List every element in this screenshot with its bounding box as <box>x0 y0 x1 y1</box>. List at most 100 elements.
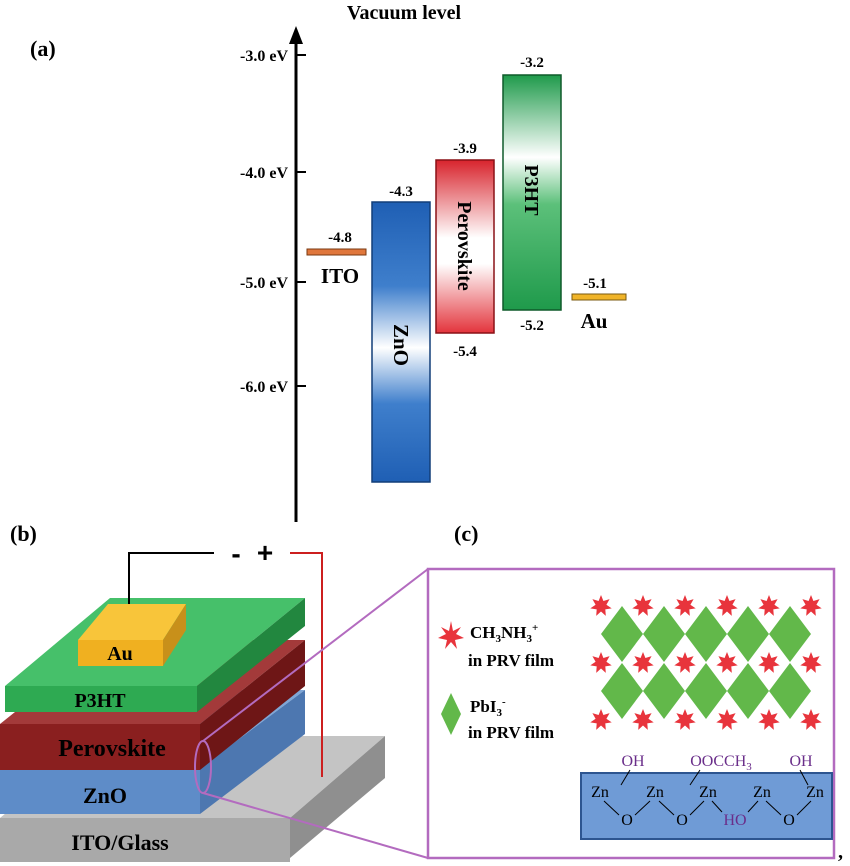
panel-a-label: (a) <box>30 36 56 61</box>
pbi3-octahedron <box>769 663 811 719</box>
p3ht-bottom-value: -5.2 <box>520 318 544 334</box>
perovskite-top-value: -3.9 <box>453 141 477 157</box>
layer-top-face <box>78 604 186 640</box>
pbi3-octahedron <box>601 606 643 662</box>
axis-arrowhead <box>289 26 303 44</box>
zno-substrate: OH OOCCH3 OH Zn Zn Zn Zn Zn O O HO O <box>580 753 833 840</box>
pbi3-octahedron <box>769 606 811 662</box>
pbi3-octahedron <box>727 663 769 719</box>
au-level-value: -5.1 <box>583 276 607 292</box>
zn-atom: Zn <box>806 784 824 801</box>
bond <box>711 800 723 813</box>
bond <box>689 800 705 816</box>
ito-level-value: -4.8 <box>328 230 352 246</box>
au-label: Au <box>581 309 608 333</box>
zn-atom: Zn <box>753 784 771 801</box>
bond <box>765 800 782 816</box>
tick-label: -4.0 eV <box>240 165 288 182</box>
negative-wire <box>128 552 214 604</box>
tick-label: -6.0 eV <box>240 379 288 396</box>
ho-group: HO <box>723 812 746 829</box>
positive-wire <box>290 552 323 777</box>
ch3nh3-ion <box>758 709 780 730</box>
pbi3-octahedron <box>727 606 769 662</box>
chem-oh: OH <box>789 753 813 770</box>
layer-front-face <box>0 818 290 862</box>
au-level-bar <box>571 293 627 301</box>
bond <box>603 800 620 816</box>
ch3nh3-ion <box>716 652 738 673</box>
zno-label: ZnO <box>389 324 413 366</box>
zn-atom: Zn <box>646 784 664 801</box>
layer-side-face <box>290 736 385 858</box>
minus-sign: - <box>231 538 240 569</box>
ch3nh3-ion <box>716 709 738 730</box>
layer-front-face <box>0 724 200 770</box>
perovskite-band <box>435 159 495 334</box>
panel-b-label: (b) <box>10 521 37 546</box>
layer-front-face <box>78 640 163 666</box>
ch3nh3-ion <box>674 652 696 673</box>
zn-atom: Zn <box>591 784 609 801</box>
pbi3-octahedron <box>601 663 643 719</box>
ch3nh3-ion <box>800 709 822 730</box>
ch3nh3-ion <box>590 652 612 673</box>
legend-ch3nh3: CH3NH3+ in PRV film <box>438 621 554 670</box>
ch3nh3-ion <box>674 595 696 616</box>
legend-formula: CH3NH3+ <box>470 622 538 645</box>
tick-label: -3.0 eV <box>240 48 288 65</box>
ch3nh3-ion <box>758 652 780 673</box>
legend-subtitle: in PRV film <box>468 651 554 670</box>
bond <box>689 769 701 786</box>
o-atom: O <box>621 812 633 829</box>
ito-label: ITO <box>321 264 359 288</box>
ch3nh3-ion <box>590 595 612 616</box>
ch3nh3-ion <box>632 709 654 730</box>
o-atom: O <box>676 812 688 829</box>
bond <box>799 769 809 786</box>
bond <box>796 800 812 816</box>
zno-band <box>371 201 431 483</box>
zoom-callout <box>194 568 429 859</box>
trailing-comma: , <box>838 841 843 863</box>
ch3nh3-ion <box>632 652 654 673</box>
ch3nh3-ion <box>758 595 780 616</box>
bond <box>658 800 675 816</box>
bond <box>620 769 631 786</box>
plus-sign: + <box>257 537 273 568</box>
ch3nh3-ion <box>800 595 822 616</box>
bond <box>747 800 759 813</box>
ch3nh3-ion <box>674 709 696 730</box>
pbi3-octahedron <box>643 663 685 719</box>
layer-side-face <box>197 598 305 712</box>
zno-substrate-block <box>580 772 833 840</box>
perovskite-lattice <box>590 595 822 730</box>
perovskite-label: Perovskite <box>453 201 475 291</box>
perovskite-bottom-value: -5.4 <box>453 344 477 360</box>
ito-glass-label: ITO/Glass <box>71 830 169 855</box>
star-marker <box>438 621 464 649</box>
au-electrode-label: Au <box>107 643 133 665</box>
axis-ticks: -3.0 eV -4.0 eV -5.0 eV -6.0 eV <box>240 48 306 396</box>
chem-oh: OH <box>621 753 645 770</box>
ch3nh3-ion <box>716 595 738 616</box>
p3ht-top-value: -3.2 <box>520 55 544 71</box>
zno-top-value: -4.3 <box>389 184 413 200</box>
zno-layer-label: ZnO <box>83 783 127 808</box>
panel-c-label: (c) <box>454 521 478 546</box>
zn-atom: Zn <box>699 784 717 801</box>
au-electrode: Au <box>78 604 186 666</box>
axis-title: Vacuum level <box>347 2 462 24</box>
chem-oocch3: OOCCH3 <box>690 753 752 773</box>
layer-front-face <box>0 768 200 814</box>
ch3nh3-ion <box>632 595 654 616</box>
layer-side-face <box>200 690 305 814</box>
diamond-marker <box>441 693 461 735</box>
perovskite-layer-label: Perovskite <box>58 736 166 762</box>
callout-line <box>202 568 429 742</box>
p3ht-band <box>502 74 562 311</box>
layer-side-face <box>200 640 305 770</box>
pbi3-octahedron <box>643 606 685 662</box>
layer-side-face <box>163 604 186 666</box>
